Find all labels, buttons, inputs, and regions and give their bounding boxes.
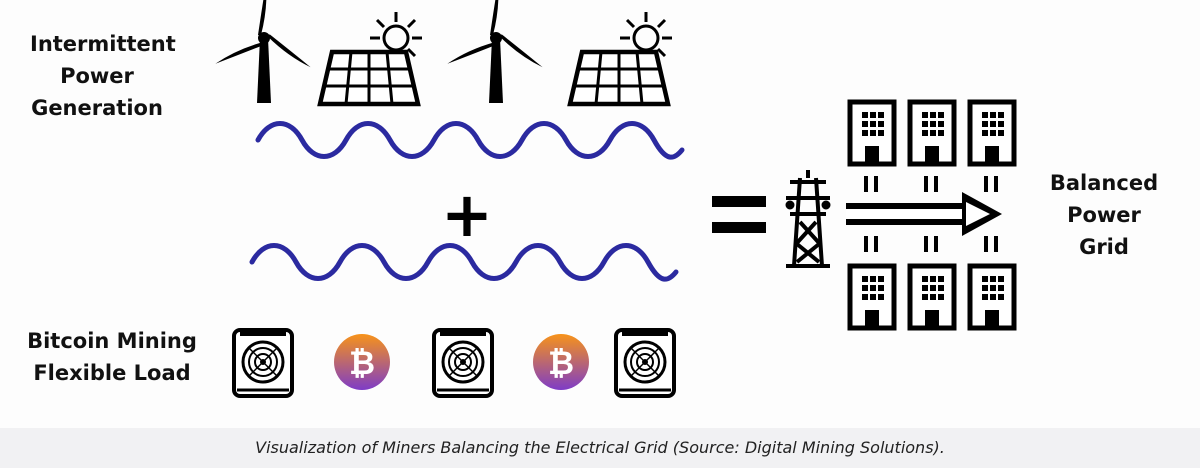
transmission-tower-icon xyxy=(785,170,831,268)
building-icon xyxy=(850,102,894,164)
label-line: Power xyxy=(60,64,134,88)
generation-wave-line xyxy=(255,121,685,160)
grid-connectors xyxy=(864,176,998,252)
building-icon xyxy=(910,102,954,164)
equals-operator xyxy=(712,196,766,233)
wind-turbine-icon xyxy=(215,0,315,103)
label-line: Generation xyxy=(31,96,163,120)
arrow-right-icon xyxy=(846,192,1002,236)
bitcoin-icon: ₿ xyxy=(533,334,589,390)
bitcoin-icon: ₿ xyxy=(334,334,390,390)
building-icon xyxy=(970,266,1014,328)
figure-caption: Visualization of Miners Balancing the El… xyxy=(255,438,945,457)
building-icon xyxy=(850,266,894,328)
label-line: Balanced xyxy=(1049,171,1159,195)
label-line: Grid xyxy=(1079,235,1129,259)
label-balanced-power-grid: Balanced Power Grid xyxy=(1044,167,1164,263)
bitcoin-symbol: ₿ xyxy=(349,344,375,382)
building-icon xyxy=(910,266,954,328)
bitcoin-symbol: ₿ xyxy=(548,344,574,382)
wind-turbine-icon xyxy=(447,0,547,103)
label-line: Flexible Load xyxy=(33,361,191,385)
asic-miner-icon xyxy=(232,328,294,398)
label-line: Intermittent xyxy=(30,32,176,56)
asic-miner-icon xyxy=(614,328,676,398)
solar-panel-icon xyxy=(570,12,672,104)
label-bitcoin-mining-flexible-load: Bitcoin Mining Flexible Load xyxy=(24,325,200,389)
plus-operator: + xyxy=(441,178,493,251)
asic-miner-icon xyxy=(432,328,494,398)
mining-load-wave-line xyxy=(249,243,679,282)
solar-panel-icon xyxy=(320,12,422,104)
label-line: Power xyxy=(1067,203,1141,227)
label-intermittent-power-generation: Intermittent Power Generation xyxy=(30,28,176,124)
diagram-graphic: + ₿ ₿ xyxy=(215,0,1200,398)
building-icon xyxy=(970,102,1014,164)
label-line: Bitcoin Mining xyxy=(27,329,197,353)
